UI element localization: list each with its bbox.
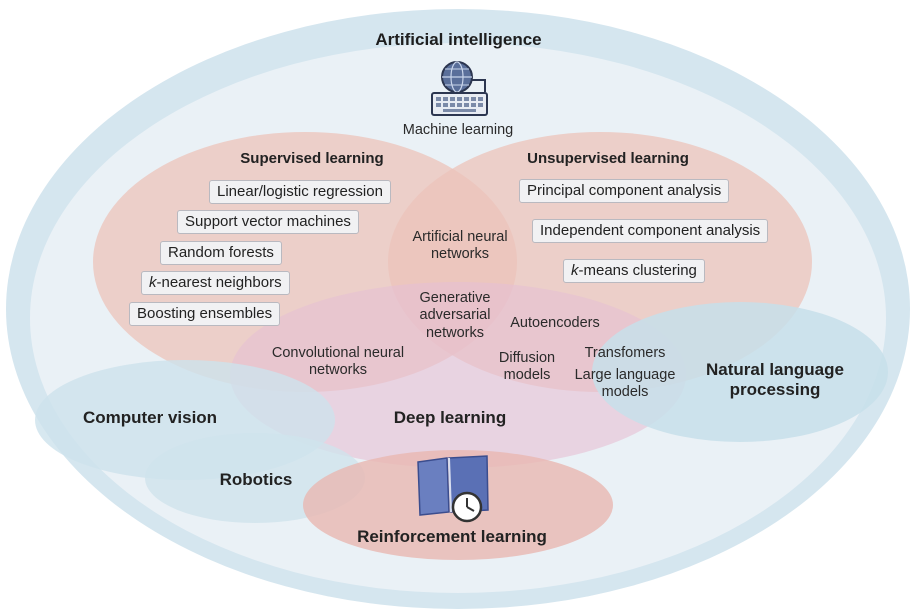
- autoencoders-label: Autoencoders: [510, 315, 600, 331]
- supervised-learning-title: Supervised learning: [240, 150, 384, 167]
- deep-learning-ellipse: [230, 282, 686, 468]
- nlp-ellipse: [592, 302, 888, 442]
- reinforcement-learning-label: Reinforcement learning: [357, 527, 547, 546]
- book-clock-icon: [417, 455, 489, 523]
- unsupervised-learning-title: Unsupervised learning: [527, 150, 689, 167]
- computer-keyboard-icon: [431, 61, 488, 116]
- k-prefix: k: [149, 274, 157, 291]
- method-knn: k-nearest neighbors: [141, 271, 290, 295]
- transformers-label: Transfomers: [584, 345, 666, 361]
- method-ica: Independent component analysis: [532, 219, 769, 243]
- k-prefix: k: [571, 262, 579, 279]
- method-svm: Support vector machines: [177, 210, 359, 234]
- computer-vision-label: Computer vision: [82, 408, 218, 427]
- machine-learning-label: Machine learning: [402, 122, 514, 138]
- ai-title: Artificial intelligence: [375, 30, 542, 49]
- deep-learning-label: Deep learning: [393, 408, 507, 427]
- robotics-label: Robotics: [219, 470, 293, 489]
- method-kmeans: k-means clustering: [563, 259, 705, 283]
- method-random-forests: Random forests: [160, 241, 282, 265]
- method-linear-regression: Linear/logistic regression: [209, 180, 391, 204]
- method-boosting: Boosting ensembles: [129, 302, 281, 326]
- method-pca: Principal component analysis: [519, 179, 730, 203]
